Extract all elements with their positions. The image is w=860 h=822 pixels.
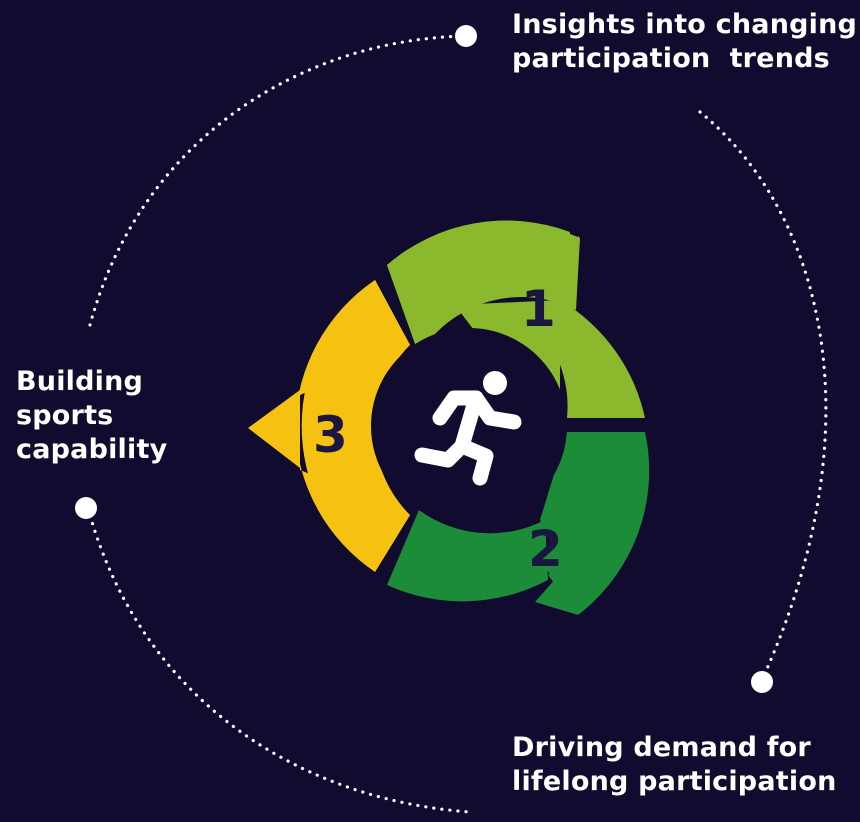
orbit-dot-left bbox=[75, 497, 97, 519]
step-label-3-line-2: sports bbox=[16, 400, 114, 431]
orbit-arc-bottom bbox=[86, 506, 472, 814]
orbit-dot-top bbox=[455, 25, 477, 47]
step-label-2: Driving demand for lifelong participatio… bbox=[512, 731, 837, 799]
segment-number-2: 2 bbox=[528, 520, 563, 578]
step-label-1-line-2: participation trends bbox=[512, 43, 830, 74]
cycle-segment-3 bbox=[248, 280, 410, 572]
step-label-3: Building sports capability bbox=[16, 365, 167, 467]
orbit-arc-right bbox=[698, 110, 828, 682]
step-label-2-line-2: lifelong participation bbox=[512, 766, 837, 797]
step-label-3-line-3: capability bbox=[16, 434, 168, 465]
running-person-icon bbox=[414, 371, 522, 486]
segment-number-3: 3 bbox=[313, 406, 348, 464]
orbit-dot-right bbox=[751, 671, 773, 693]
step-label-1-line-1: Insights into changing bbox=[512, 9, 858, 40]
step-label-3-line-1: Building bbox=[16, 366, 144, 397]
cycle-segment-2 bbox=[387, 432, 650, 615]
step-label-2-line-1: Driving demand for bbox=[512, 732, 811, 763]
segment-number-1: 1 bbox=[521, 280, 556, 338]
step-label-1: Insights into changing participation tre… bbox=[512, 8, 857, 76]
